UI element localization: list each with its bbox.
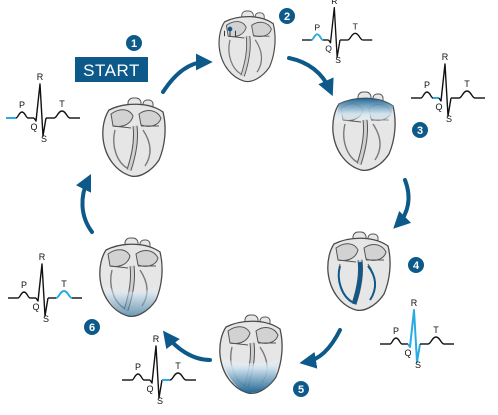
ecg-segment-t — [347, 32, 363, 41]
svg-text:4: 4 — [413, 260, 420, 272]
ecg-trace-1: P R QS T — [6, 72, 80, 144]
ecg-segment-p — [17, 291, 31, 299]
ecg-trace-2: P R QS T — [302, 0, 373, 65]
ecg-label-q: Q — [32, 302, 39, 312]
ecg-segment-p — [389, 337, 403, 345]
ecg-label-r: R — [39, 252, 46, 262]
step-badge-3: 3 — [412, 122, 428, 138]
ecg-segment-t — [55, 290, 73, 299]
ecg-trace-4: P R QS T — [380, 298, 454, 370]
ecg-label-q: Q — [325, 43, 332, 53]
ecg-label-p: P — [424, 80, 430, 90]
ecg-segment-p — [311, 33, 324, 41]
svg-text:6: 6 — [89, 322, 95, 334]
ecg-label-r: R — [37, 72, 44, 82]
start-label: START — [75, 57, 148, 82]
ecg-label-r: R — [331, 0, 337, 6]
step-badge-5: 5 — [293, 381, 309, 397]
start-text: START — [83, 61, 140, 80]
ecg-segment-qrs — [328, 7, 341, 58]
ecg-label-t: T — [59, 99, 65, 109]
step-badge-6: 6 — [84, 319, 100, 335]
ecg-label-s: S — [335, 55, 341, 65]
ecg-segment-p — [131, 373, 145, 381]
ecg-trace-3: P R QS T — [411, 52, 485, 124]
ecg-label-s: S — [157, 396, 163, 406]
ecg-label-t: T — [61, 279, 67, 289]
ecg-label-s: S — [43, 314, 49, 324]
arrow-1-to-2 — [161, 53, 213, 94]
ecg-label-q: Q — [30, 122, 37, 132]
ecg-label-t: T — [433, 325, 439, 335]
ecg-label-s: S — [41, 134, 47, 144]
sa-node-icon — [227, 26, 233, 32]
heart-2 — [219, 11, 275, 82]
step-badge-4: 4 — [408, 257, 424, 273]
step-badge-2: 2 — [279, 8, 295, 24]
ecg-segment-qrs — [407, 309, 421, 363]
ecg-label-q: Q — [404, 348, 411, 358]
heart-3 — [333, 92, 395, 170]
svg-text:3: 3 — [417, 125, 423, 137]
svg-text:2: 2 — [284, 11, 290, 23]
ecg-label-p: P — [19, 100, 25, 110]
ecg-segment-t — [458, 90, 476, 99]
ecg-label-t: T — [464, 79, 470, 89]
ecg-trace-6: P R QS T — [8, 252, 82, 324]
ecg-label-r: R — [153, 334, 160, 344]
ecg-segment-qrs — [33, 83, 47, 137]
svg-text:5: 5 — [298, 384, 304, 396]
ecg-label-q: Q — [146, 384, 153, 394]
ecg-label-s: S — [415, 360, 421, 370]
ecg-label-p: P — [393, 326, 399, 336]
ecg-label-q: Q — [435, 102, 442, 112]
cycle-arrows — [75, 53, 412, 369]
heart-1 — [103, 98, 165, 176]
ecg-label-r: R — [442, 52, 449, 62]
heart-6 — [100, 238, 162, 316]
ecg-segment-t — [53, 110, 71, 119]
ecg-segment-qrs — [35, 263, 49, 317]
step-badges: 1 2 3 4 5 6 — [84, 8, 428, 397]
arrow-6-to-1 — [75, 173, 94, 234]
ecg-label-s: S — [446, 114, 452, 124]
arrow-3-to-4 — [393, 178, 412, 229]
svg-text:1: 1 — [131, 38, 137, 50]
ecg-label-r: R — [411, 298, 418, 308]
arrow-2-to-3 — [287, 56, 334, 97]
ecg-segment-p — [15, 111, 29, 119]
ecg-trace-5: P R QS T — [122, 334, 196, 406]
ecg-label-p: P — [314, 23, 320, 33]
heart-4 — [328, 232, 390, 310]
ecg-segment-p — [420, 91, 434, 99]
ecg-label-p: P — [21, 280, 27, 290]
impulse-arrows-icon — [224, 30, 236, 37]
ecg-segment-t — [427, 336, 445, 345]
arrow-4-to-5 — [299, 328, 342, 369]
heart-5 — [220, 315, 282, 393]
ecg-segment-qrs — [149, 345, 163, 399]
step-badge-1: 1 — [126, 35, 142, 51]
arrow-5-to-6 — [162, 330, 212, 362]
ecg-label-p: P — [135, 362, 141, 372]
ecg-label-t: T — [353, 22, 359, 32]
ecg-segment-t — [169, 372, 187, 381]
ecg-label-t: T — [175, 361, 181, 371]
ecg-segment-qrs — [438, 63, 452, 117]
